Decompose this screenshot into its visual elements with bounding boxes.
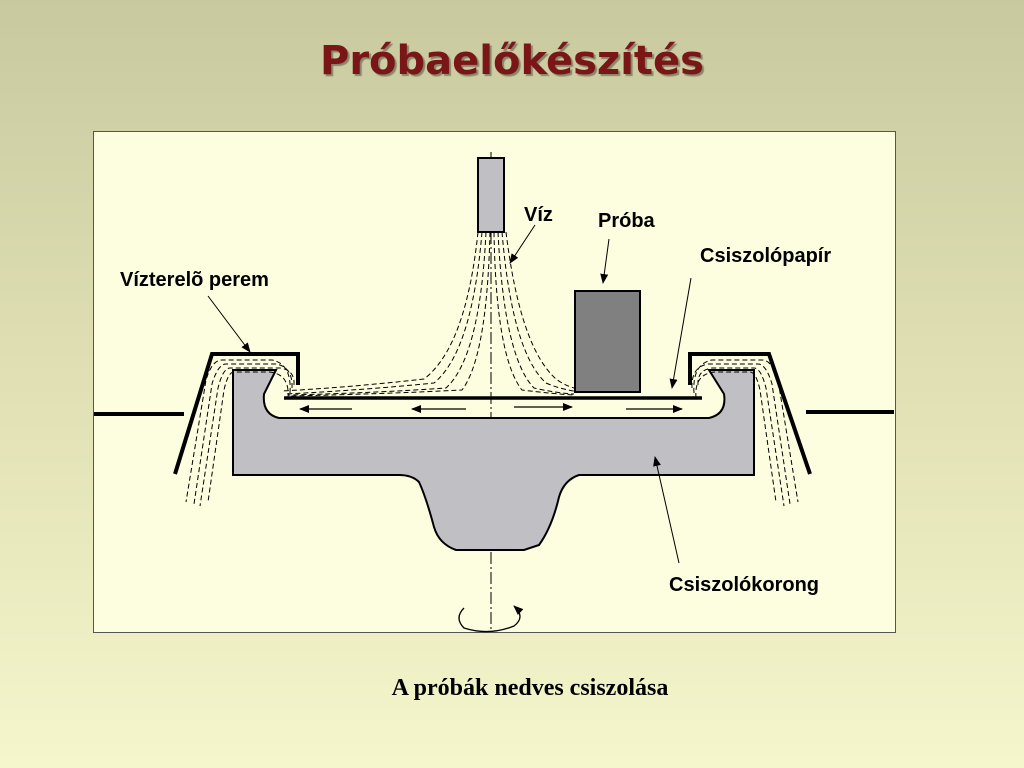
label-abrasive-paper: Csiszolópapír	[700, 245, 832, 267]
leader-specimen	[600, 238, 610, 284]
water-nozzle	[477, 157, 505, 233]
specimen	[574, 290, 641, 393]
figure-caption: A próbák nedves csiszolása	[391, 675, 669, 701]
label-grinding-disc: Csiszolókorong	[669, 574, 820, 596]
water-rim-right	[688, 352, 812, 475]
leader-abrasive-paper	[669, 277, 692, 389]
water-rim-left	[173, 352, 300, 475]
leader-water-rim	[207, 295, 251, 353]
wet-grinding-diagram	[94, 152, 894, 633]
label-water: Víz	[524, 204, 553, 226]
water-flow	[185, 231, 799, 507]
label-water-rim: Vízterelõ perem	[120, 269, 269, 291]
grinding-disc	[232, 369, 755, 551]
slide-title: Próbaelőkészítés	[320, 38, 704, 84]
rotation-arrow-icon	[458, 605, 524, 633]
label-specimen: Próba	[598, 210, 655, 232]
leader-water	[509, 224, 536, 264]
leader-grinding-disc	[653, 456, 680, 564]
diagram-panel: Víz Próba Csiszolópapír Vízterelõ perem …	[93, 131, 896, 633]
